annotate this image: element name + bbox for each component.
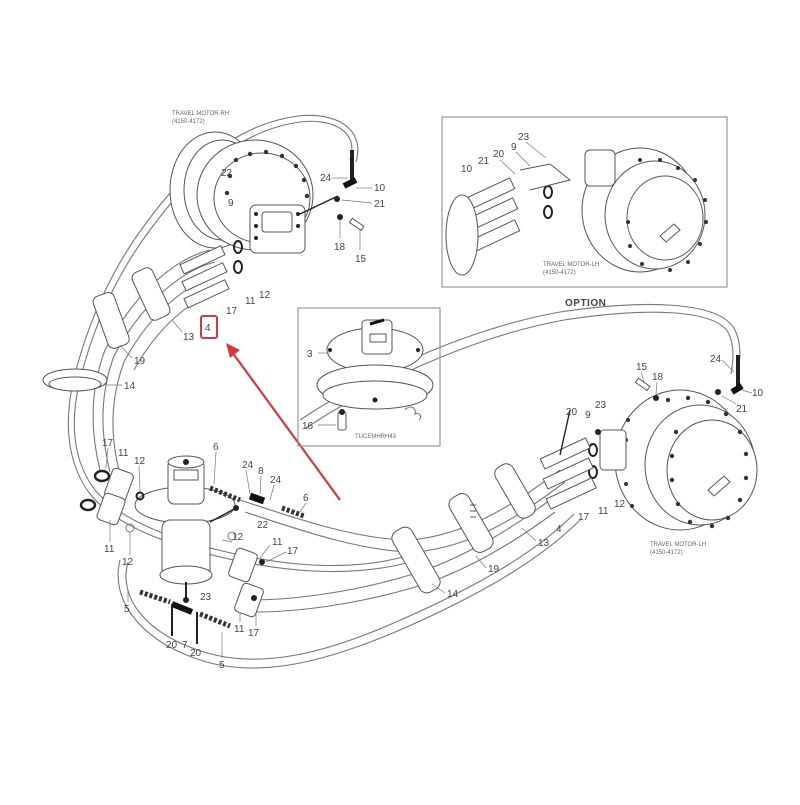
svg-text:20: 20 [493,149,505,160]
svg-text:21: 21 [736,404,748,415]
svg-text:10: 10 [461,164,473,175]
svg-text:8: 8 [258,466,264,477]
svg-text:(4150-4172): (4150-4172) [172,119,205,125]
option-label: OPTION [565,298,606,309]
hose-clamps [42,267,536,594]
svg-text:11: 11 [272,537,283,548]
svg-text:21: 21 [374,199,386,210]
svg-text:20: 20 [190,648,202,659]
svg-text:11: 11 [234,624,245,635]
svg-text:24: 24 [320,173,332,184]
lh-motor-callouts: 15 18 24 10 21 20 23 9 12 11 17 4 13 19 … [431,354,764,600]
svg-text:18: 18 [652,372,664,383]
svg-text:18: 18 [334,242,346,253]
svg-text:12: 12 [122,557,134,568]
highlighted-part-number: 4 [205,323,211,334]
svg-text:17: 17 [287,546,299,557]
svg-text:7: 7 [182,640,188,651]
svg-text:23: 23 [200,592,212,603]
svg-text:3: 3 [307,349,313,360]
center-swivel-joint[interactable] [79,455,305,644]
svg-text:10: 10 [752,388,764,399]
svg-text:6: 6 [213,442,219,453]
svg-text:21: 21 [478,156,490,167]
svg-text:TRAVEL MOTOR-LH: TRAVEL MOTOR-LH [543,262,599,268]
svg-text:6: 6 [303,493,309,504]
svg-text:TRAVEL MOTOR-LH: TRAVEL MOTOR-LH [650,542,706,548]
svg-text:14: 14 [447,589,459,600]
svg-text:5: 5 [124,604,130,615]
svg-text:10: 10 [374,183,386,194]
svg-text:4: 4 [556,524,562,535]
svg-text:11: 11 [245,296,256,307]
svg-text:19: 19 [134,356,146,367]
svg-text:12: 12 [259,290,271,301]
svg-text:16: 16 [302,421,314,432]
svg-text:24: 24 [270,475,282,486]
red-arrow-icon [226,343,341,501]
travel-motor-rh[interactable] [169,131,365,309]
svg-text:TUCEMHRH43: TUCEMHRH43 [355,434,397,440]
svg-text:22: 22 [257,520,269,531]
svg-text:5: 5 [219,660,225,671]
svg-text:20: 20 [566,407,578,418]
svg-text:15: 15 [636,362,648,373]
svg-text:17: 17 [248,628,260,639]
option-inset: 23 20 9 21 10 TRAVEL MOTOR-LH (4150-4172… [441,116,728,288]
svg-text:24: 24 [710,354,722,365]
svg-text:24: 24 [242,460,254,471]
svg-text:(4150-4172): (4150-4172) [650,550,683,556]
caption-travel-motor-rh: TRAVEL MOTOR-RH [172,111,229,117]
svg-text:15: 15 [355,254,367,265]
svg-text:9: 9 [228,198,234,209]
svg-text:13: 13 [183,332,195,343]
svg-text:20: 20 [166,640,178,651]
svg-text:12: 12 [134,456,146,467]
rh-motor-callouts: TRAVEL MOTOR-RH (4150-4172) 24 10 21 18 … [105,111,386,392]
svg-text:17: 17 [578,512,590,523]
svg-text:14: 14 [124,381,136,392]
highlight-callout[interactable]: 4 [200,315,218,339]
svg-text:22: 22 [221,168,233,179]
svg-text:(4150-4172): (4150-4172) [543,270,576,276]
svg-text:12: 12 [232,532,244,543]
svg-text:11: 11 [104,544,115,555]
svg-text:9: 9 [511,142,517,153]
travel-motor-lh[interactable] [539,355,758,531]
svg-text:23: 23 [518,132,530,143]
svg-text:9: 9 [585,410,591,421]
svg-text:19: 19 [488,564,500,575]
svg-text:17: 17 [102,438,114,449]
svg-text:12: 12 [614,499,626,510]
svg-text:11: 11 [598,506,609,517]
svg-text:23: 23 [595,400,607,411]
swivel-joint-inset: 3 16 TUCEMHRH43 [297,307,441,447]
center-swivel-callouts: 17 11 12 11 12 6 24 8 24 6 22 12 11 17 1… [102,438,309,671]
svg-text:11: 11 [118,448,129,459]
svg-text:13: 13 [538,538,550,549]
svg-text:17: 17 [226,306,238,317]
